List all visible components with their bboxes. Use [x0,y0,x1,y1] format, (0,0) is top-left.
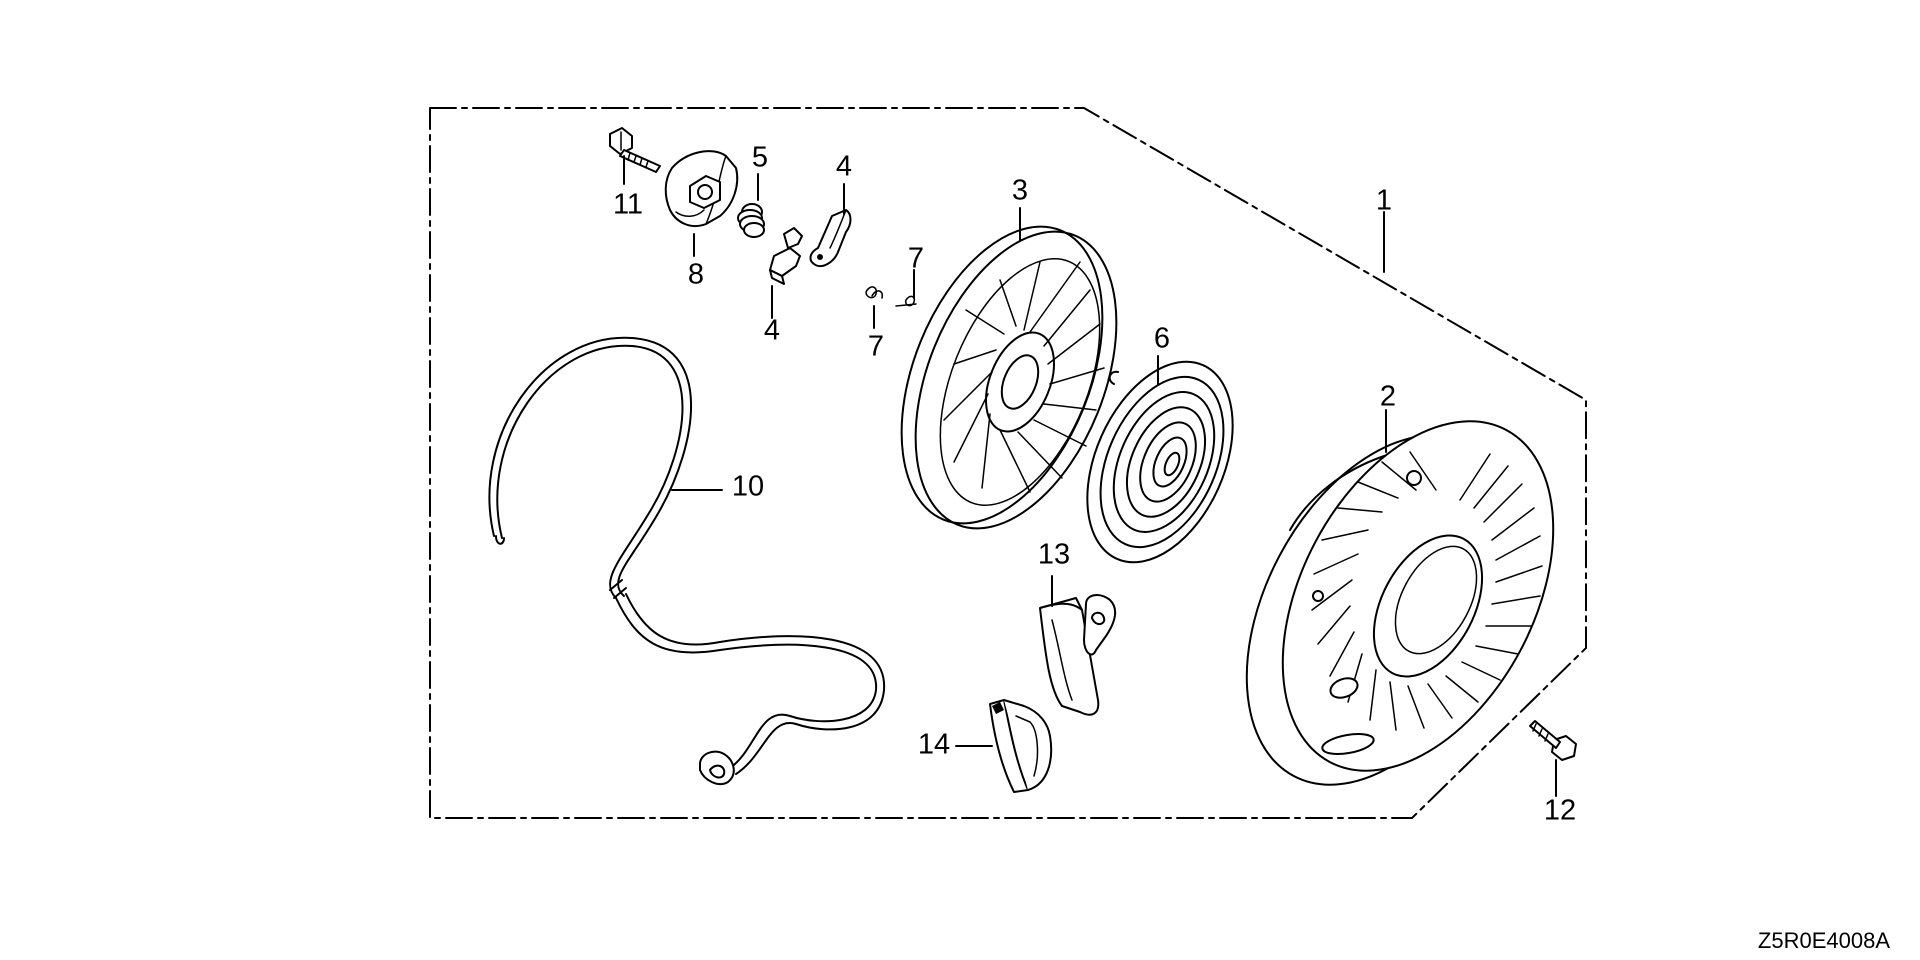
part-label-4-lower: 4 [764,315,780,347]
part-label-8: 8 [688,259,704,291]
part-label-5: 5 [752,142,768,174]
part-label-11: 11 [613,189,643,221]
part-label-3: 3 [1012,175,1028,207]
part-label-4-upper: 4 [836,151,852,183]
assembly-boundary [429,107,1587,819]
bolt-11-drawing [609,127,661,173]
diagram-code: Z5R0E4008A [1758,928,1890,953]
part-label-13: 13 [1038,539,1070,571]
part-label-6: 6 [1154,323,1170,355]
starter-case-2-drawing [1245,420,1555,786]
ratchet-4b-drawing [769,227,803,285]
part-label-7-upper: 7 [908,243,924,275]
leader-lines [623,155,1557,797]
starter-rope-10-drawing [488,336,886,786]
grip-insert-14-drawing [989,699,1053,793]
friction-spring-5-drawing [737,203,765,238]
reel-3-drawing [900,225,1118,530]
part-label-12: 12 [1544,795,1576,827]
ratchet-spring-7-drawing [865,286,917,307]
part-label-2: 2 [1380,381,1396,413]
part-label-14: 14 [918,729,950,761]
part-label-10: 10 [732,471,764,503]
starter-grip-13-drawing [1039,594,1117,716]
ratchet-guide-8-drawing [664,150,739,228]
part-label-7-lower: 7 [868,331,884,363]
bolt-12-drawing [1529,720,1577,761]
ratchet-4a-drawing [809,209,852,268]
recoil-spring-6-drawing [1086,360,1234,564]
part-label-1: 1 [1376,185,1392,217]
